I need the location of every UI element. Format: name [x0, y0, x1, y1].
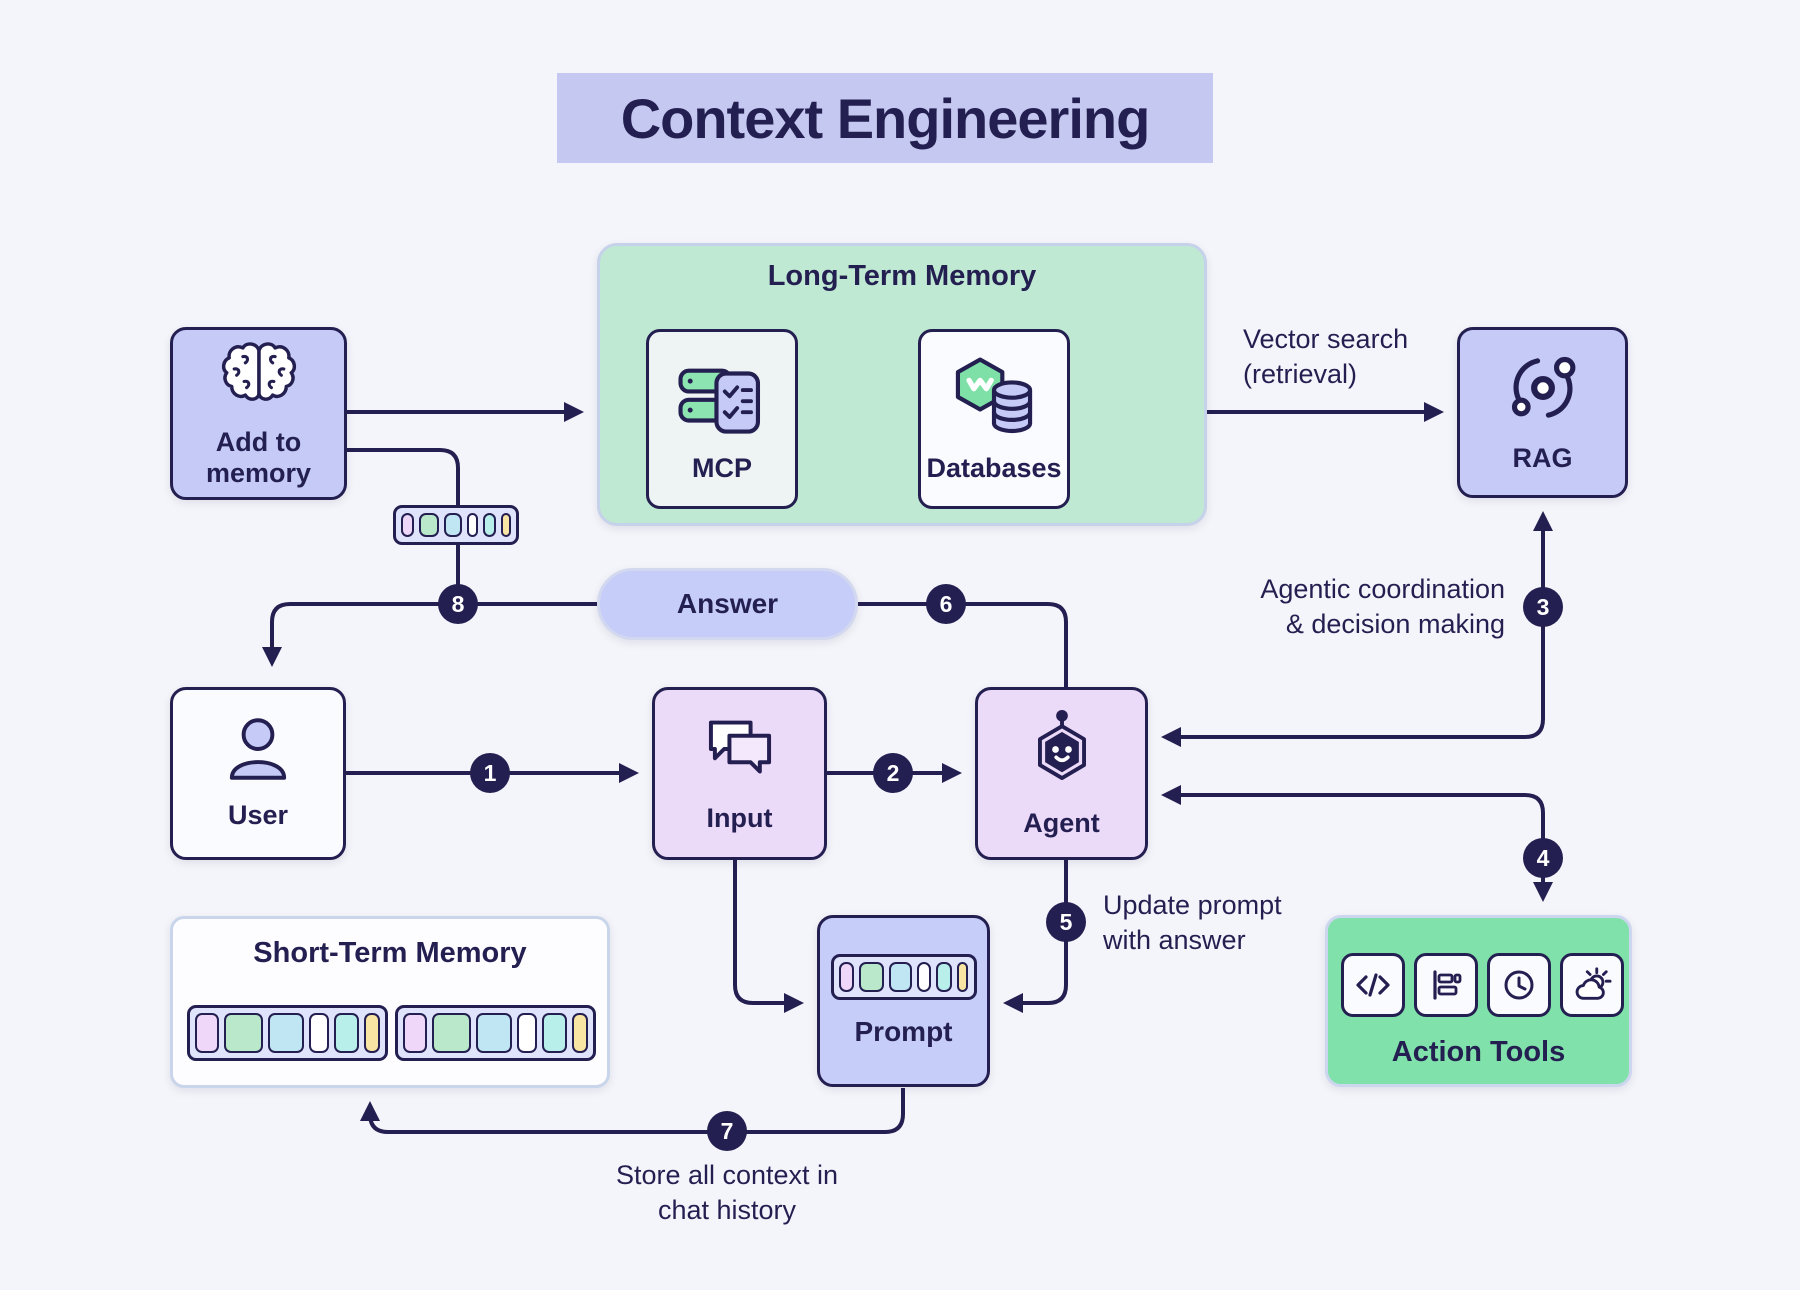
- orbit-icon: [1505, 350, 1581, 431]
- token-yellow: [363, 1013, 380, 1053]
- server-checklist-icon: [675, 354, 769, 445]
- token-white: [917, 961, 931, 992]
- token-green: [418, 513, 439, 537]
- prompt-label: Prompt: [854, 1015, 953, 1047]
- action-tools-label: Action Tools: [1391, 1036, 1566, 1068]
- long-term-memory-title: Long-Term Memory: [767, 260, 1037, 292]
- step-4-badge: 4: [1523, 838, 1563, 878]
- node-user: User: [170, 687, 346, 860]
- token-blue: [476, 1013, 513, 1053]
- token-green: [223, 1013, 264, 1053]
- token-blue: [443, 513, 463, 537]
- token-strip-stm-a: [187, 1005, 388, 1061]
- answer-label: Answer: [676, 588, 779, 619]
- token-green: [859, 961, 885, 992]
- node-input: Input: [652, 687, 827, 860]
- group-action-tools: Action Tools: [1325, 915, 1632, 1087]
- node-prompt: Prompt: [817, 915, 990, 1087]
- step-7-badge: 7: [707, 1111, 747, 1151]
- token-cyan: [542, 1013, 567, 1053]
- wire-agent-actiontools: [1161, 785, 1553, 902]
- token-pink: [838, 961, 855, 992]
- token-yellow: [501, 513, 511, 537]
- wire-agent-rag: [1161, 511, 1553, 747]
- input-label: Input: [706, 803, 773, 834]
- clock-icon: [1487, 953, 1551, 1017]
- databases-label: Databases: [926, 452, 1062, 483]
- token-white: [467, 513, 479, 537]
- token-cyan: [334, 1013, 359, 1053]
- step-3-badge: 3: [1523, 587, 1563, 627]
- page-title: Context Engineering: [557, 73, 1213, 163]
- node-add-to-memory: Add to memory: [170, 327, 347, 500]
- brain-icon: [219, 338, 299, 415]
- person-icon: [221, 715, 295, 788]
- token-pink: [195, 1013, 219, 1053]
- token-yellow: [571, 1013, 588, 1053]
- mcp-label: MCP: [692, 452, 752, 483]
- step-6-badge: 6: [926, 584, 966, 624]
- short-term-memory-title: Short-Term Memory: [253, 937, 527, 969]
- chat-bubbles-icon: [700, 712, 780, 791]
- token-strip-memory: [393, 505, 519, 545]
- token-pink: [401, 513, 414, 537]
- step-8-badge: 8: [438, 584, 478, 624]
- wire-input-to-prompt: [733, 860, 804, 1013]
- rag-label: RAG: [1512, 443, 1573, 474]
- group-long-term-memory: Long-Term Memory: [597, 243, 1207, 526]
- node-answer: Answer: [597, 568, 858, 640]
- token-yellow: [957, 961, 969, 992]
- group-short-term-memory: Short-Term Memory: [170, 916, 610, 1088]
- wire-add-to-step8: [347, 448, 460, 604]
- token-pink: [403, 1013, 427, 1053]
- wire-answer-to-user: [262, 602, 597, 667]
- code-icon: [1341, 953, 1405, 1017]
- token-strip-prompt: [830, 953, 977, 1000]
- token-blue: [268, 1013, 305, 1053]
- token-cyan: [483, 513, 497, 537]
- node-databases: Databases: [918, 329, 1070, 509]
- wire-prompt-to-stm: [360, 1088, 905, 1134]
- update-prompt-label: Update prompt with answer: [1103, 890, 1282, 956]
- agentic-coordination-label: Agentic coordination & decision making: [1260, 574, 1505, 640]
- vector-search-label: Vector search (retrieval): [1243, 324, 1409, 390]
- weather-icon: [1560, 953, 1624, 1017]
- token-cyan: [935, 961, 953, 992]
- user-label: User: [227, 800, 289, 831]
- token-white: [309, 1013, 330, 1053]
- node-agent: Agent: [975, 687, 1148, 860]
- token-green: [431, 1013, 472, 1053]
- node-mcp: MCP: [646, 329, 798, 509]
- step-2-badge: 2: [873, 753, 913, 793]
- add-to-memory-label: Add to memory: [205, 426, 312, 488]
- hexagon-database-icon: [948, 354, 1040, 445]
- bar-chart-icon: [1414, 953, 1478, 1017]
- token-blue: [889, 961, 913, 992]
- node-rag: RAG: [1457, 327, 1628, 498]
- token-white: [517, 1013, 538, 1053]
- robot-icon: [1023, 708, 1101, 796]
- wire-answer-to-agent: [858, 602, 1068, 687]
- token-strip-stm-b: [395, 1005, 596, 1061]
- step-1-badge: 1: [470, 753, 510, 793]
- store-context-label: Store all context in chat history: [615, 1160, 839, 1226]
- step-5-badge: 5: [1046, 902, 1086, 942]
- agent-label: Agent: [1023, 807, 1100, 838]
- wire-agent-to-prompt: [1003, 860, 1068, 1013]
